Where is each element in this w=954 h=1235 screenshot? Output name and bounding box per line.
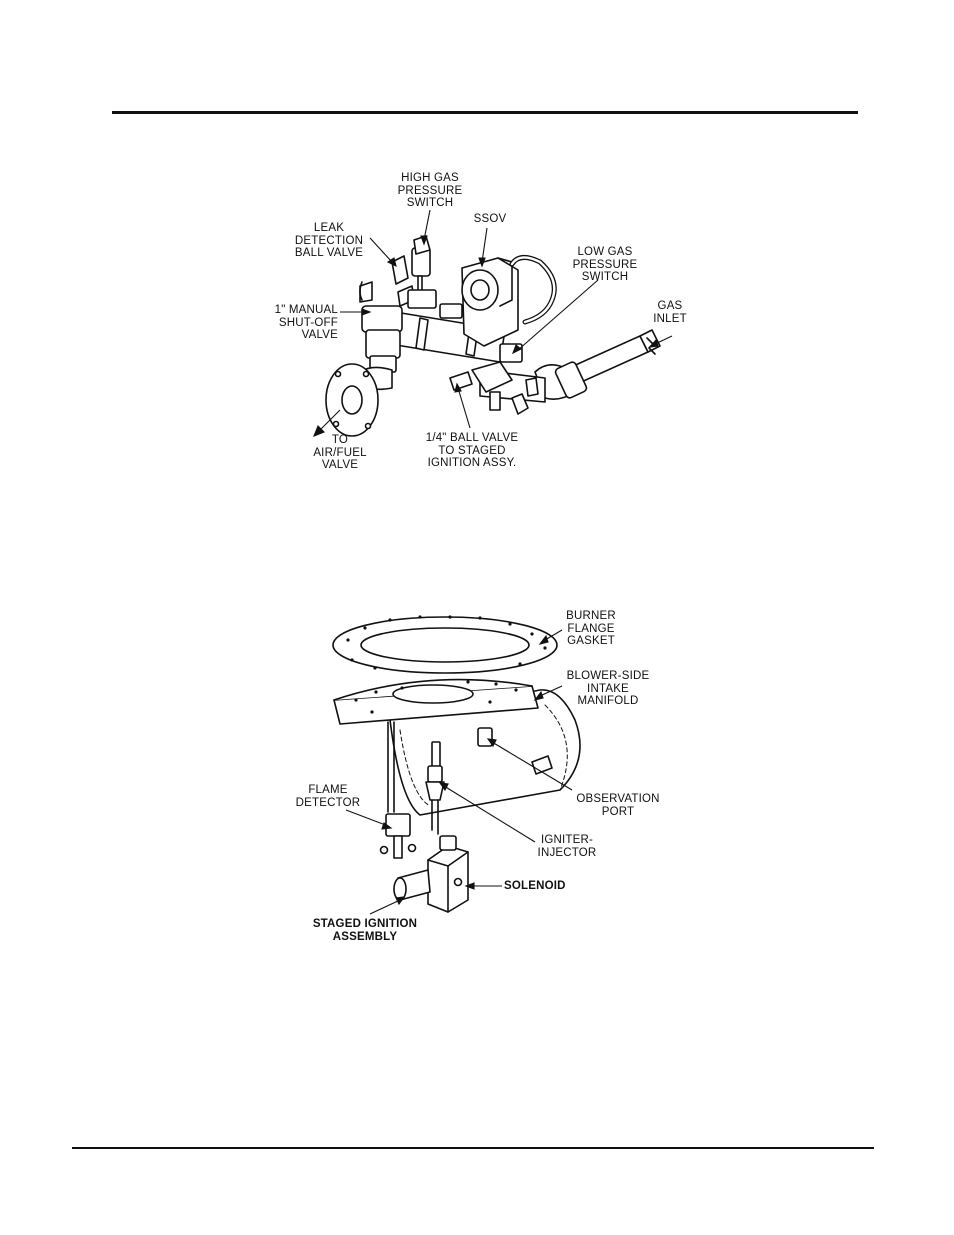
label-low-gas-pressure-switch: LOW GAS PRESSURE SWITCH [572,246,638,283]
label-leak-detection-ball-valve: LEAK DETECTION BALL VALVE [294,222,364,259]
label-observation-port: OBSERVATION PORT [576,793,660,818]
label-burner-flange-gasket: BURNER FLANGE GASKET [566,610,616,647]
label-high-gas-pressure-switch: HIGH GAS PRESSURE SWITCH [397,172,463,209]
label-solenoid: SOLENOID [504,880,566,892]
label-flame-detector: FLAME DETECTOR [295,784,361,809]
header-rule [112,111,858,114]
label-manual-shutoff-valve: 1" MANUAL SHUT-OFF VALVE [274,304,338,341]
label-igniter-injector: IGNITER- INJECTOR [537,834,597,859]
label-blower-side-intake-manifold: BLOWER-SIDE INTAKE MANIFOLD [566,670,650,707]
footer-rule [72,1147,874,1149]
label-staged-ignition-assembly: STAGED IGNITION ASSEMBLY [312,918,418,943]
label-gas-inlet: GAS INLET [653,300,687,325]
label-to-air-fuel-valve: TO AIR/FUEL VALVE [313,434,367,471]
label-quarter-ball-valve: 1/4" BALL VALVE TO STAGED IGNITION ASSY. [425,432,519,469]
label-ssov: SSOV [473,213,507,225]
